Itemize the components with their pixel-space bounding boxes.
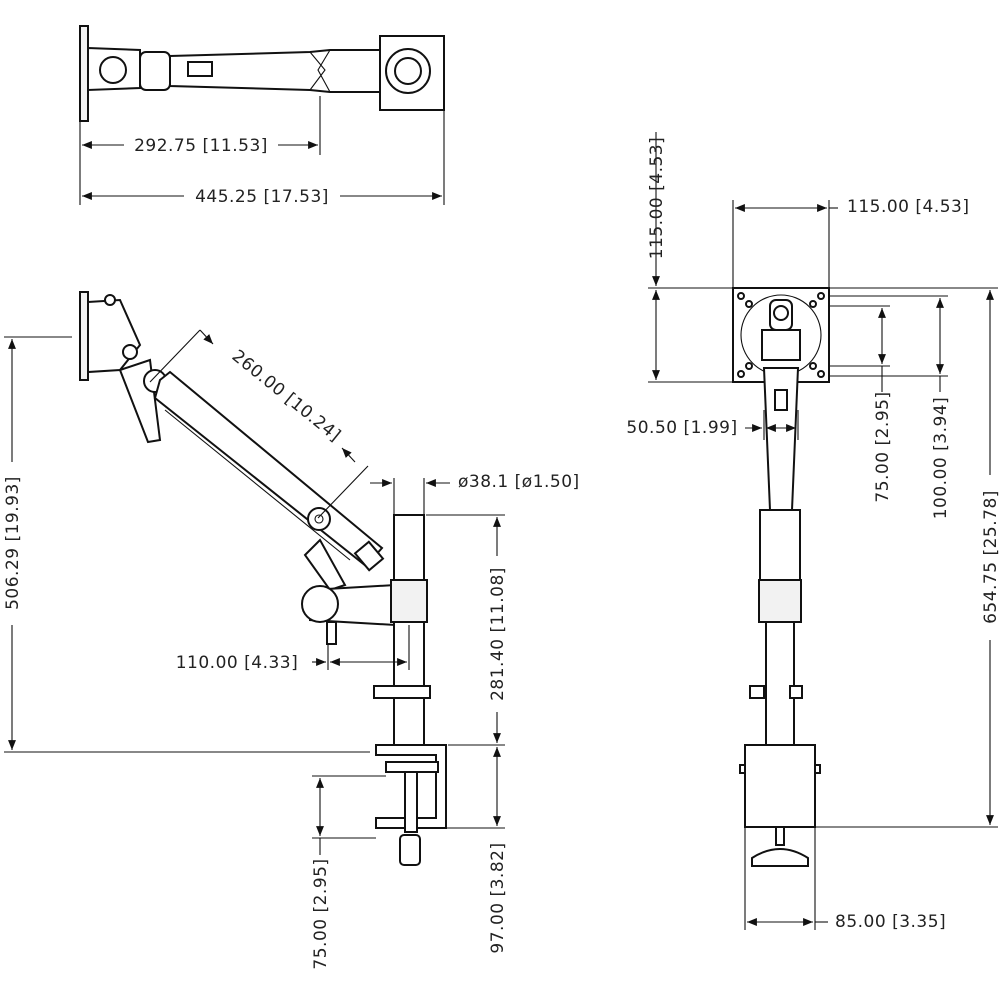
side-pole-stop <box>373 685 431 699</box>
front-clamp-knob <box>751 848 809 867</box>
side-arm-end-cap <box>353 540 385 572</box>
side-swing-link <box>303 538 347 592</box>
front-clamp-block <box>744 744 816 828</box>
side-clamp-depth-label: 75.00 [2.95] <box>311 858 331 969</box>
front-base-width-label: 85.00 [3.35] <box>835 912 946 932</box>
top-dim-long-label: 445.25 [17.53] <box>195 187 329 207</box>
side-adjust-screw <box>326 621 337 645</box>
top-joint <box>139 51 171 91</box>
front-arm-width-label: 50.50 [1.99] <box>626 418 737 438</box>
front-arm-button <box>774 389 788 411</box>
front-tilt-head <box>761 329 801 361</box>
front-plate-width-label: 115.00 [4.53] <box>847 197 970 217</box>
side-tilt-head <box>87 298 142 374</box>
side-upper-arm <box>153 370 384 568</box>
side-clamp-screw <box>404 771 418 833</box>
top-view: 292.75 [11.53] 445.25 [17.53] <box>79 25 445 207</box>
side-pole-height-label: 281.40 [11.08] <box>488 567 508 701</box>
front-vesa-75-label: 75.00 [2.95] <box>873 391 893 502</box>
side-arm-lower-edge <box>164 409 351 561</box>
side-pole-collar <box>390 579 428 623</box>
front-pole-collar <box>758 579 802 623</box>
top-arm-button <box>187 61 213 77</box>
front-total-height-label: 654.75 [25.78] <box>981 490 1000 624</box>
top-dim-short-label: 292.75 [11.53] <box>134 136 268 156</box>
top-arm-joint <box>309 49 331 93</box>
front-pole <box>765 621 795 746</box>
side-offset-label: 110.00 [4.33] <box>176 653 299 673</box>
front-stop-right <box>789 685 803 699</box>
side-clamp-pad <box>385 761 439 773</box>
side-clamp-knob <box>399 834 421 866</box>
top-pole-inner <box>394 57 422 85</box>
side-tilt-pivot <box>122 344 138 360</box>
front-view: 115.00 [4.53] 115.00 [4.53] 50.50 [1.99]… <box>626 132 1000 932</box>
side-clamp-frame <box>375 744 447 829</box>
side-lower-arm-knob <box>301 585 339 623</box>
front-stop-left <box>749 685 765 699</box>
top-vesa-plate <box>79 25 89 122</box>
top-tilt-knob <box>99 56 127 84</box>
side-pole-diameter-label: ø38.1 [ø1.50] <box>458 472 580 492</box>
front-clamp-screw <box>775 826 785 846</box>
side-clamp-height-label: 97.00 [3.82] <box>488 842 508 953</box>
side-arm-pivot <box>307 507 331 531</box>
side-view: 260.00 [10.24] ø38.1 [ø1.50] 506.29 [19.… <box>3 291 580 970</box>
front-lower-arm <box>759 509 801 581</box>
side-tilt-screw <box>104 294 116 306</box>
side-height-label: 506.29 [19.93] <box>3 476 23 610</box>
front-vesa-100-label: 100.00 [3.94] <box>931 397 951 520</box>
front-plate-height-label: 115.00 [4.53] <box>647 137 667 260</box>
side-vesa-plate <box>79 291 89 381</box>
side-arm-length-label: 260.00 [10.24] <box>228 346 345 446</box>
